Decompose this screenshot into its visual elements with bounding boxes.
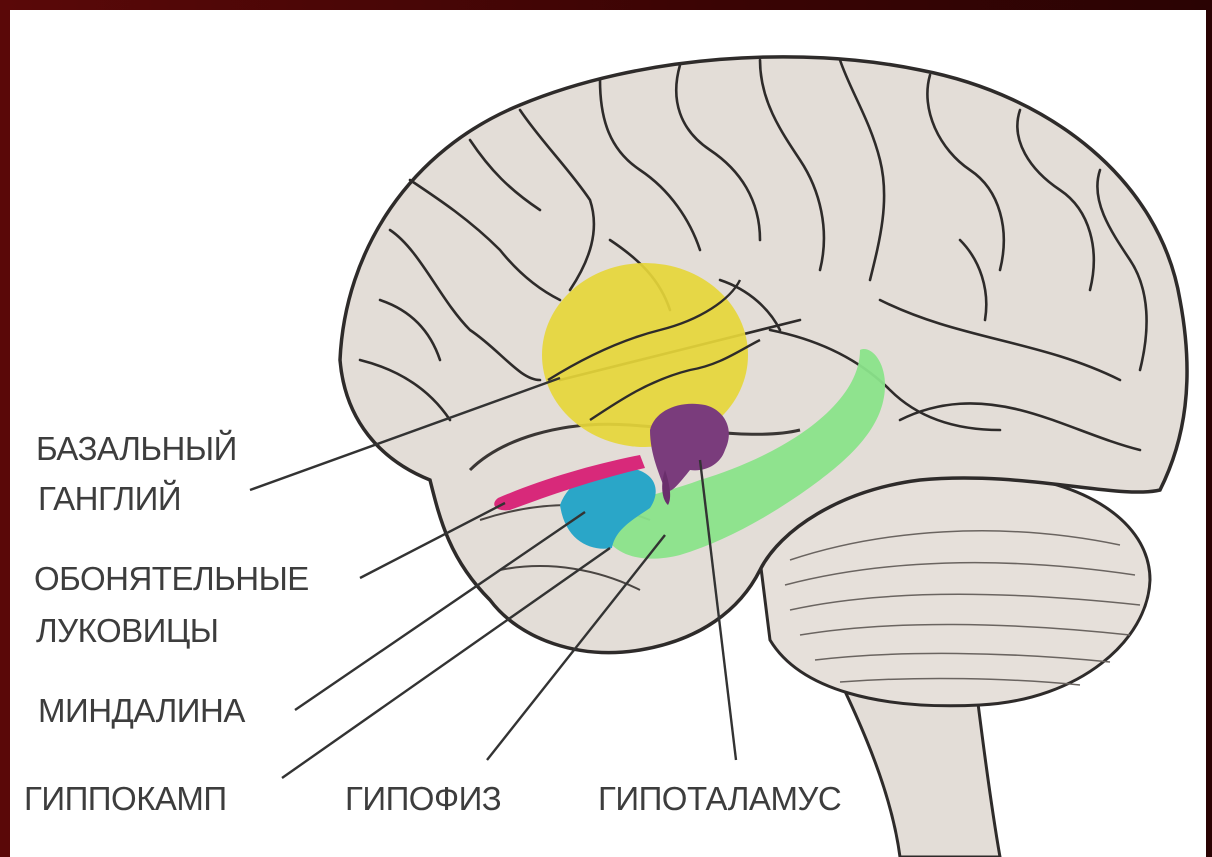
label-basal-ganglia-line1: БАЗАЛЬНЫЙ (36, 430, 237, 468)
label-olfactory-bulbs-line2: ЛУКОВИЦЫ (36, 612, 219, 650)
label-amygdala: МИНДАЛИНА (38, 692, 245, 730)
label-olfactory-bulbs-line1: ОБОНЯТЕЛЬНЫЕ (34, 560, 309, 598)
label-pituitary: ГИПОФИЗ (345, 780, 501, 818)
label-hippocampus: ГИППОКАМП (24, 780, 227, 818)
label-hypothalamus: ГИПОТАЛАМУС (598, 780, 841, 818)
label-basal-ganglia-line2: ГАНГЛИЙ (38, 480, 181, 518)
